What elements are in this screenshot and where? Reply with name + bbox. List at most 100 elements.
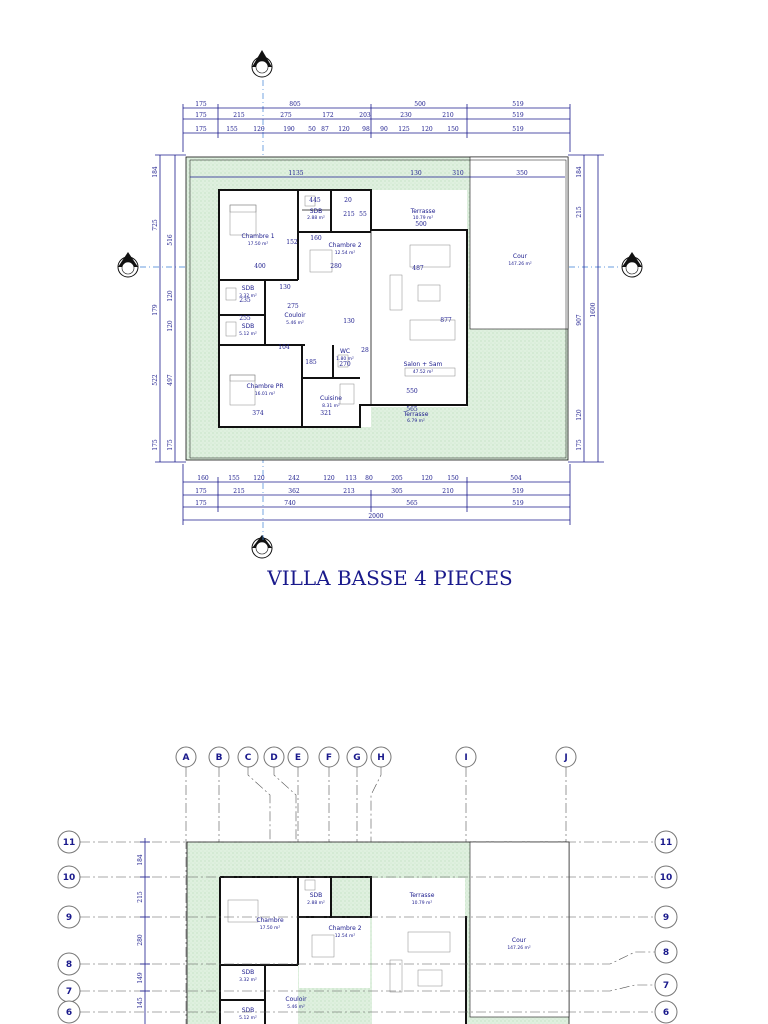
svg-text:D: D: [270, 753, 277, 763]
svg-text:113: 113: [345, 475, 357, 482]
svg-text:160: 160: [197, 475, 209, 482]
svg-text:190: 190: [283, 126, 295, 133]
svg-text:516: 516: [167, 234, 174, 246]
svg-text:519: 519: [512, 126, 524, 133]
svg-text:445: 445: [309, 197, 321, 204]
svg-text:280: 280: [137, 934, 144, 946]
svg-text:175: 175: [195, 500, 207, 507]
svg-text:213: 213: [343, 488, 355, 495]
svg-text:321: 321: [320, 410, 331, 417]
room-sdb-1: SDB 2.88 m²: [307, 208, 325, 221]
svg-text:2.88 m²: 2.88 m²: [307, 215, 325, 221]
svg-text:10.79 m²: 10.79 m²: [413, 215, 434, 221]
svg-text:175: 175: [195, 101, 207, 108]
svg-text:150: 150: [447, 126, 459, 133]
svg-text:175: 175: [152, 439, 159, 451]
svg-text:150: 150: [447, 475, 459, 482]
grid-row-7: 7 7: [57, 973, 678, 1003]
furniture: [225, 195, 456, 406]
svg-text:8.31 m²: 8.31 m²: [322, 403, 340, 409]
svg-text:175: 175: [195, 126, 207, 133]
svg-text:205: 205: [391, 475, 403, 482]
svg-text:184: 184: [576, 166, 583, 178]
svg-text:1135: 1135: [288, 170, 303, 177]
svg-text:7: 7: [663, 981, 669, 991]
plan2-left-dims: 184 215 280 149 145: [137, 838, 150, 1024]
svg-text:242: 242: [288, 475, 300, 482]
svg-text:149: 149: [137, 972, 144, 984]
svg-text:125: 125: [398, 126, 410, 133]
svg-text:120: 120: [421, 475, 433, 482]
furniture-2: [227, 879, 451, 993]
grid-row-6: 6 6: [57, 1000, 678, 1024]
room-chambre-1: Chambre 1 17.50 m²: [241, 233, 274, 247]
svg-text:877: 877: [440, 317, 452, 324]
svg-text:255: 255: [239, 315, 251, 322]
svg-text:305: 305: [391, 488, 403, 495]
svg-text:270: 270: [339, 361, 351, 368]
svg-text:400: 400: [254, 263, 266, 270]
room-terrasse-2: Terrasse 6.79 m²: [403, 411, 429, 424]
svg-text:1600: 1600: [590, 302, 597, 317]
svg-text:310: 310: [452, 170, 464, 177]
bottom-dimension-rows: 160 155 120 242 120 113 80 205 120 150 5…: [182, 464, 571, 525]
room-sdb-3: SDB 5.12 m²: [239, 323, 257, 337]
svg-text:120: 120: [167, 290, 174, 302]
svg-text:5.12 m²: 5.12 m²: [239, 331, 257, 337]
svg-text:147.26 m²: 147.26 m²: [507, 945, 531, 951]
svg-text:519: 519: [512, 500, 524, 507]
svg-text:Cour: Cour: [512, 937, 527, 944]
svg-text:522: 522: [152, 374, 159, 386]
svg-text:120: 120: [576, 409, 583, 421]
svg-text:120: 120: [253, 475, 265, 482]
svg-text:G: G: [353, 753, 360, 763]
svg-text:Cuisine: Cuisine: [320, 395, 342, 402]
svg-text:Chambre 1: Chambre 1: [241, 233, 274, 240]
column-grid-labels: A B C D E F G H I J: [175, 746, 577, 1024]
svg-text:147.26 m²: 147.26 m²: [508, 261, 532, 267]
svg-text:5.46 m²: 5.46 m²: [287, 1004, 305, 1010]
svg-text:SDB: SDB: [242, 285, 255, 292]
svg-text:17.50 m²: 17.50 m²: [248, 241, 269, 247]
svg-text:H: H: [377, 753, 385, 763]
svg-text:215: 215: [343, 211, 355, 218]
svg-text:17.50 m²: 17.50 m²: [260, 925, 281, 931]
svg-text:500: 500: [414, 101, 426, 108]
svg-text:J: J: [563, 753, 567, 763]
section-marker-left: [117, 252, 139, 278]
svg-text:Terrasse: Terrasse: [403, 411, 429, 418]
svg-text:E: E: [295, 753, 301, 763]
cour-area: [469, 156, 569, 330]
svg-text:275: 275: [280, 112, 292, 119]
svg-text:120: 120: [421, 126, 433, 133]
room-cour: Cour 147.26 m²: [508, 253, 532, 267]
svg-text:Couloir: Couloir: [285, 996, 307, 1003]
svg-text:550: 550: [406, 388, 418, 395]
svg-text:98: 98: [362, 126, 370, 133]
svg-text:Chambre 2: Chambre 2: [328, 242, 361, 249]
svg-text:152: 152: [286, 239, 298, 246]
grid-row-9: 9 9: [57, 905, 678, 929]
svg-text:28: 28: [361, 347, 369, 354]
svg-text:497: 497: [167, 374, 174, 386]
svg-text:Cour: Cour: [513, 253, 528, 260]
svg-text:215: 215: [233, 112, 245, 119]
svg-text:1.80 m²: 1.80 m²: [336, 356, 354, 362]
svg-text:519: 519: [512, 488, 524, 495]
svg-text:565: 565: [406, 500, 418, 507]
section-marker-bottom: [251, 535, 273, 559]
svg-text:6: 6: [66, 1008, 72, 1018]
svg-text:Chambre: Chambre: [256, 917, 284, 924]
svg-text:350: 350: [516, 170, 528, 177]
svg-text:80: 80: [365, 475, 373, 482]
svg-text:740: 740: [284, 500, 296, 507]
svg-text:120: 120: [253, 126, 265, 133]
svg-text:130: 130: [410, 170, 422, 177]
svg-text:11: 11: [660, 838, 673, 848]
svg-text:Chambre 2: Chambre 2: [328, 925, 361, 932]
svg-text:130: 130: [279, 284, 291, 291]
